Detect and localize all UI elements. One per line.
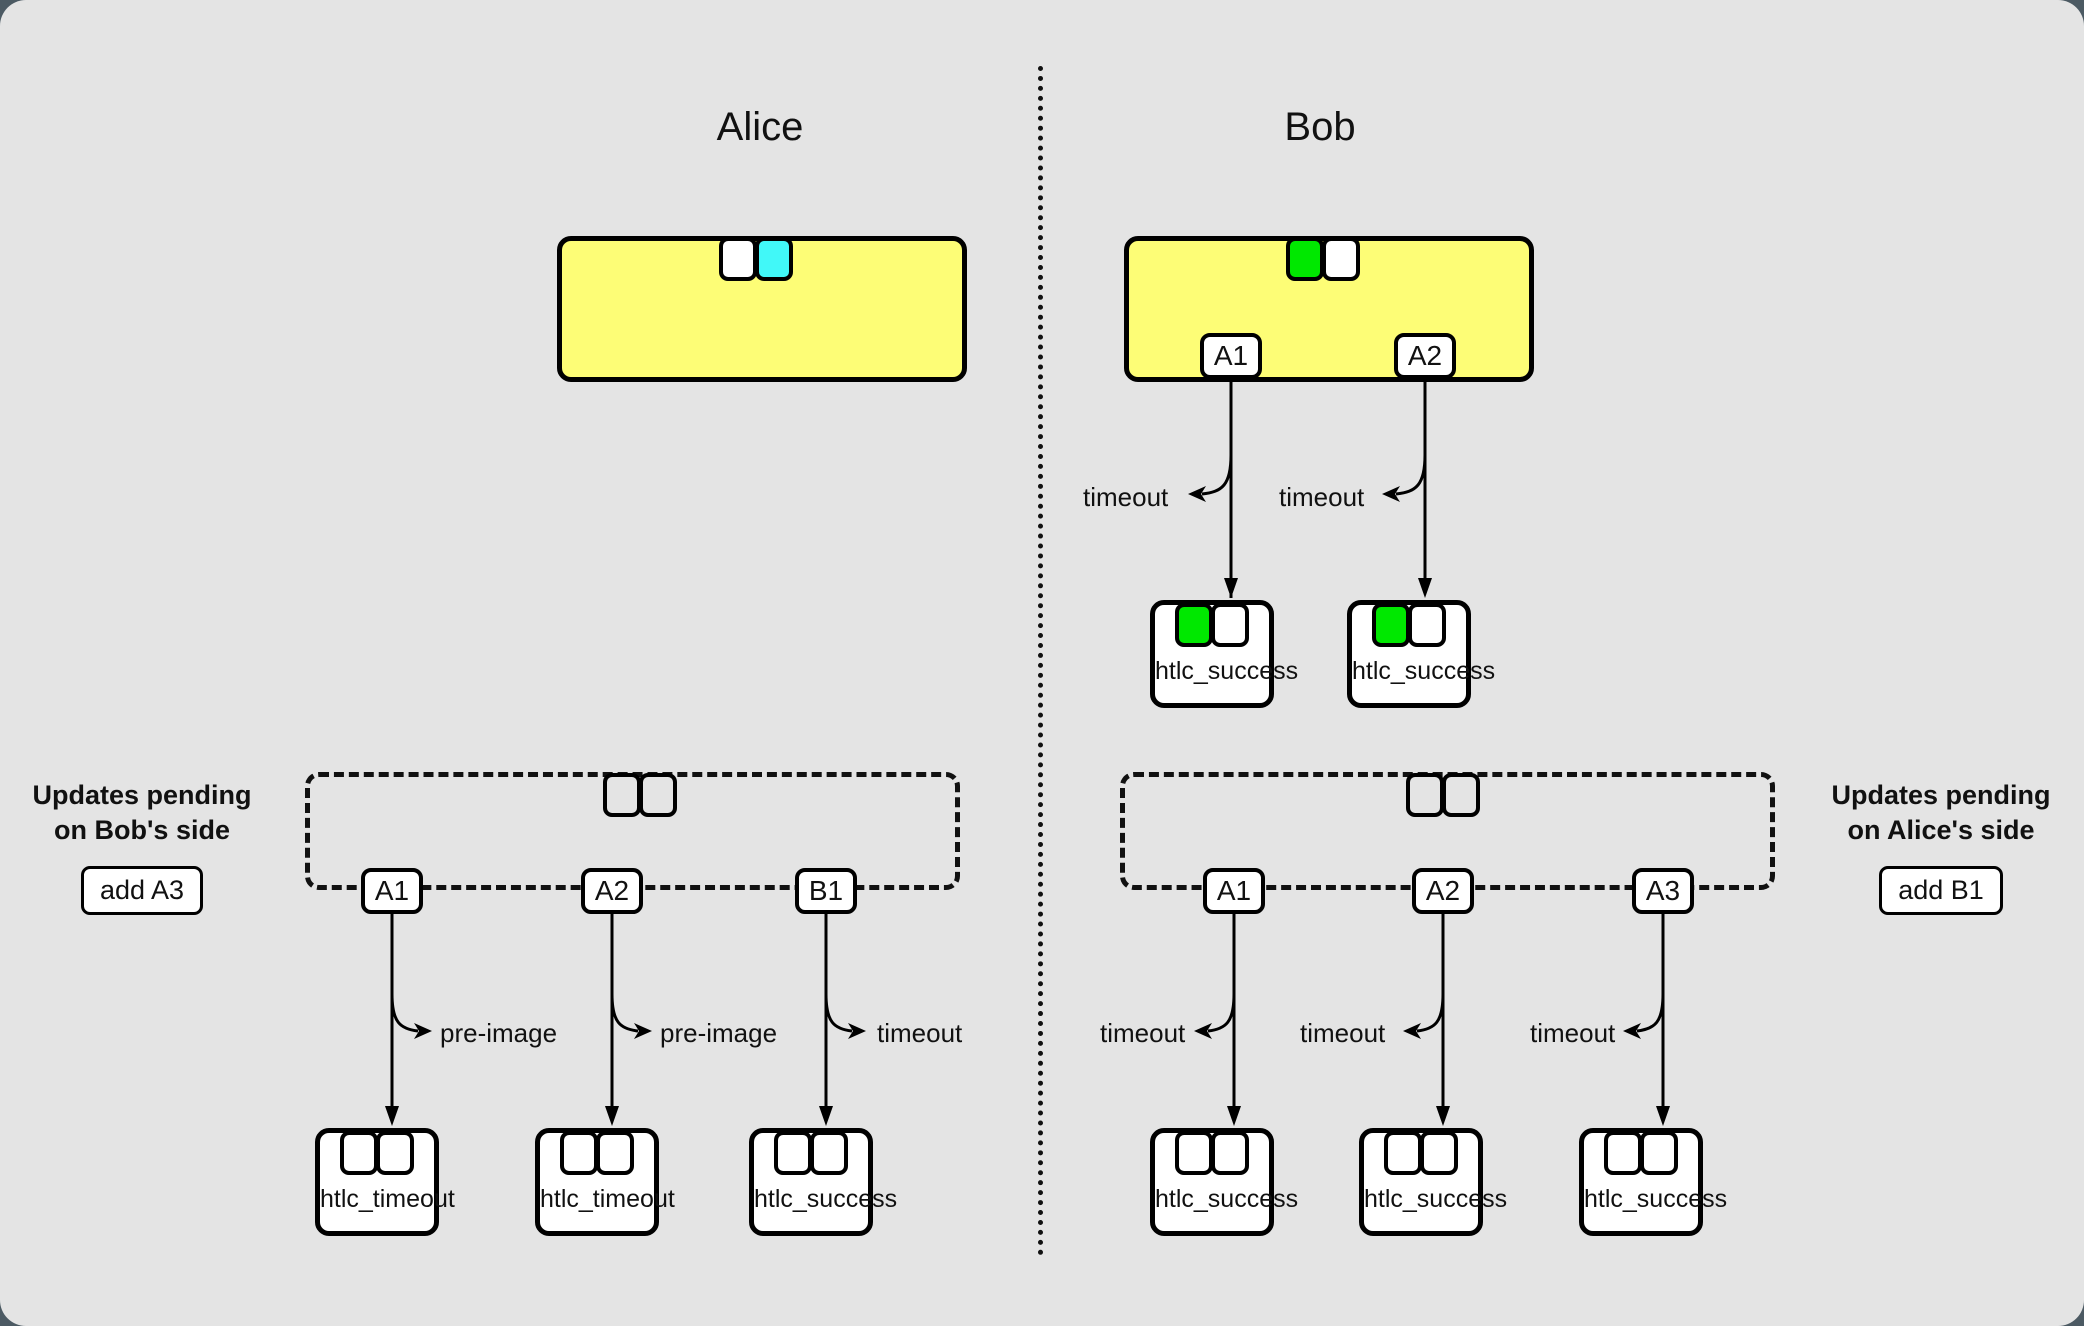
- output-to-local-empty[interactable]: [603, 773, 641, 817]
- leaf-caption: htlc_success: [1155, 657, 1299, 685]
- output-to-remote-empty[interactable]: [1442, 773, 1480, 817]
- alice-pending-tag-b1[interactable]: B1: [795, 868, 857, 914]
- left-panel-heading: Updates pending on Bob's side: [14, 778, 270, 848]
- page-title-alice: Alice: [716, 105, 804, 149]
- output-empty[interactable]: [340, 1131, 378, 1175]
- output-to-remote-empty[interactable]: [639, 773, 677, 817]
- output-empty[interactable]: [774, 1131, 812, 1175]
- bob-pending-tag-a1[interactable]: A1: [1203, 868, 1265, 914]
- output-to-remote-cyan[interactable]: [755, 237, 793, 281]
- output-white[interactable]: [1408, 603, 1446, 647]
- output-green[interactable]: [1175, 603, 1213, 647]
- bob-commitment-outputs: [1286, 237, 1360, 281]
- output-to-remote-white[interactable]: [1322, 237, 1360, 281]
- leaf-caption: htlc_success: [754, 1185, 898, 1213]
- bob-pending-edge-label-a1: timeout: [1100, 1018, 1186, 1048]
- edge-bob-pending-a3: [1623, 914, 1670, 1126]
- output-empty[interactable]: [1175, 1131, 1213, 1175]
- left-panel-pill-wrap: add A3: [14, 866, 270, 915]
- bob-pending-leaf-2[interactable]: htlc_success: [1359, 1128, 1508, 1236]
- output-to-local-white[interactable]: [719, 237, 757, 281]
- edge-bob-commitment-a1: [1188, 380, 1238, 598]
- output-empty[interactable]: [1420, 1131, 1458, 1175]
- right-panel-heading-line2: on Alice's side: [1847, 815, 2035, 846]
- alice-commitment-outputs: [719, 237, 793, 281]
- bob-commitment-tag-a1[interactable]: A1: [1200, 333, 1262, 379]
- edge-alice-pending-a1: [385, 914, 432, 1126]
- edge-bob-commitment-a2: [1382, 380, 1432, 598]
- add-a3-button[interactable]: add A3: [80, 866, 204, 915]
- edge-alice-pending-b1: [819, 914, 866, 1126]
- leaf-caption: htlc_success: [1155, 1185, 1299, 1213]
- leaf-outputs: [560, 1131, 634, 1175]
- alice-pending-tag-a2[interactable]: A2: [581, 868, 643, 914]
- right-panel-heading: Updates pending on Alice's side: [1812, 778, 2070, 848]
- output-green[interactable]: [1372, 603, 1410, 647]
- bob-pending-tag-a2[interactable]: A2: [1412, 868, 1474, 914]
- leaf-outputs: [1175, 1131, 1249, 1175]
- output-empty[interactable]: [596, 1131, 634, 1175]
- bob-pending-leaf-1[interactable]: htlc_success: [1150, 1128, 1299, 1236]
- leaf-outputs: [1372, 603, 1446, 647]
- output-white[interactable]: [1211, 603, 1249, 647]
- output-empty[interactable]: [376, 1131, 414, 1175]
- add-b1-button[interactable]: add B1: [1879, 866, 2003, 915]
- bob-commitment-edge-label-a1: timeout: [1083, 482, 1169, 512]
- output-empty[interactable]: [1211, 1131, 1249, 1175]
- alice-pending-outputs: [603, 773, 677, 817]
- bob-pending-edge-label-a3: timeout: [1530, 1018, 1616, 1048]
- bob-pending-edge-label-a2: timeout: [1300, 1018, 1386, 1048]
- edge-alice-pending-a2: [605, 914, 652, 1126]
- leaf-outputs: [1604, 1131, 1678, 1175]
- page-title-bob: Bob: [1284, 105, 1356, 149]
- left-panel-heading-line1: Updates pending: [32, 780, 252, 810]
- edge-bob-pending-a2: [1403, 914, 1450, 1126]
- alice-pending-tag-a1[interactable]: A1: [361, 868, 423, 914]
- leaf-caption: htlc_success: [1364, 1185, 1508, 1213]
- right-panel-heading-line1: Updates pending: [1831, 780, 2051, 810]
- alice-pending-edge-label-a1: pre-image: [440, 1018, 558, 1048]
- output-empty[interactable]: [560, 1131, 598, 1175]
- output-empty[interactable]: [810, 1131, 848, 1175]
- output-empty[interactable]: [1640, 1131, 1678, 1175]
- bob-commitment-edge-label-a2: timeout: [1279, 482, 1365, 512]
- right-panel-pill-wrap: add B1: [1812, 866, 2070, 915]
- bob-commitment-leaf-2[interactable]: htlc_success: [1347, 600, 1496, 708]
- output-empty[interactable]: [1384, 1131, 1422, 1175]
- alice-pending-leaf-3[interactable]: htlc_success: [749, 1128, 898, 1236]
- alice-pending-edge-label-b1: timeout: [877, 1018, 963, 1048]
- output-empty[interactable]: [1604, 1131, 1642, 1175]
- bob-pending-leaf-3[interactable]: htlc_success: [1579, 1128, 1728, 1236]
- output-to-local-empty[interactable]: [1406, 773, 1444, 817]
- bob-commitment-tag-a2[interactable]: A2: [1394, 333, 1456, 379]
- alice-pending-leaf-1[interactable]: htlc_timeout: [315, 1128, 455, 1236]
- leaf-caption: htlc_success: [1584, 1185, 1728, 1213]
- leaf-caption: htlc_timeout: [540, 1185, 675, 1213]
- left-panel-heading-line2: on Bob's side: [54, 815, 230, 846]
- leaf-outputs: [774, 1131, 848, 1175]
- alice-pending-leaf-2[interactable]: htlc_timeout: [535, 1128, 675, 1236]
- leaf-caption: htlc_success: [1352, 657, 1496, 685]
- leaf-caption: htlc_timeout: [320, 1185, 455, 1213]
- output-to-local-green[interactable]: [1286, 237, 1324, 281]
- leaf-outputs: [340, 1131, 414, 1175]
- leaf-outputs: [1175, 603, 1249, 647]
- edge-bob-pending-a1: [1194, 914, 1241, 1126]
- leaf-outputs: [1384, 1131, 1458, 1175]
- bob-pending-outputs: [1406, 773, 1480, 817]
- party-divider: [1038, 66, 1043, 1256]
- alice-pending-edge-label-a2: pre-image: [660, 1018, 778, 1048]
- bob-pending-tag-a3[interactable]: A3: [1632, 868, 1694, 914]
- bob-commitment-leaf-1[interactable]: htlc_success: [1150, 600, 1299, 708]
